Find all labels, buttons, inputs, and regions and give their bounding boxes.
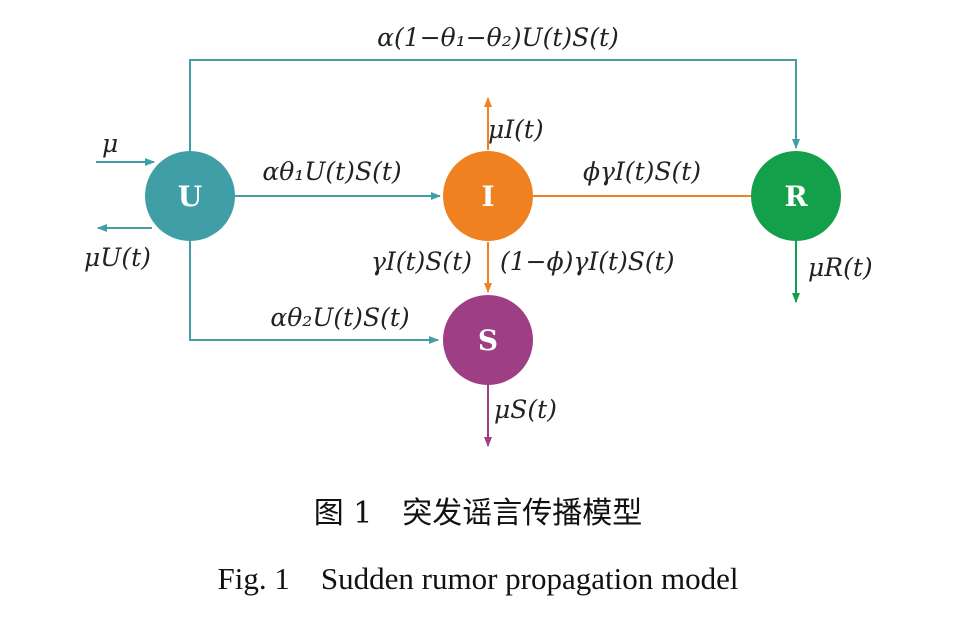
label-i-to-s-left: γI(t)S(t) (371, 247, 472, 276)
label-inflow-u: μ (102, 129, 118, 158)
edge-u-to-s (189, 240, 439, 344)
label-outflow-r: μR(t) (808, 253, 873, 282)
node-s-circle (443, 295, 533, 385)
node-r-circle (751, 151, 841, 241)
label-i-to-s-right: (1−ϕ)γI(t)S(t) (500, 247, 674, 276)
label-i-to-r: ϕγI(t)S(t) (583, 157, 701, 186)
node-s-label: S (478, 324, 498, 357)
node-r-label: R (784, 180, 808, 213)
figure-caption-english: Fig. 1 Sudden rumor propagation model (217, 561, 739, 596)
label-outflow-u: μU(t) (84, 243, 151, 272)
node-u-circle (145, 151, 235, 241)
node-u-label: U (178, 180, 202, 213)
node-i-circle (443, 151, 533, 241)
node-i-label: I (481, 180, 494, 213)
edge-u-to-r (189, 59, 800, 152)
label-u-to-r: α(1−θ₁−θ₂)U(t)S(t) (377, 23, 619, 52)
figure-caption-chinese: 图 1 突发谣言传播模型 (313, 496, 643, 531)
label-outflow-s: μS(t) (494, 395, 557, 424)
label-u-to-s: αθ₂U(t)S(t) (270, 303, 409, 332)
label-outflow-i: μI(t) (488, 115, 544, 144)
label-u-to-i: αθ₁U(t)S(t) (262, 157, 401, 186)
